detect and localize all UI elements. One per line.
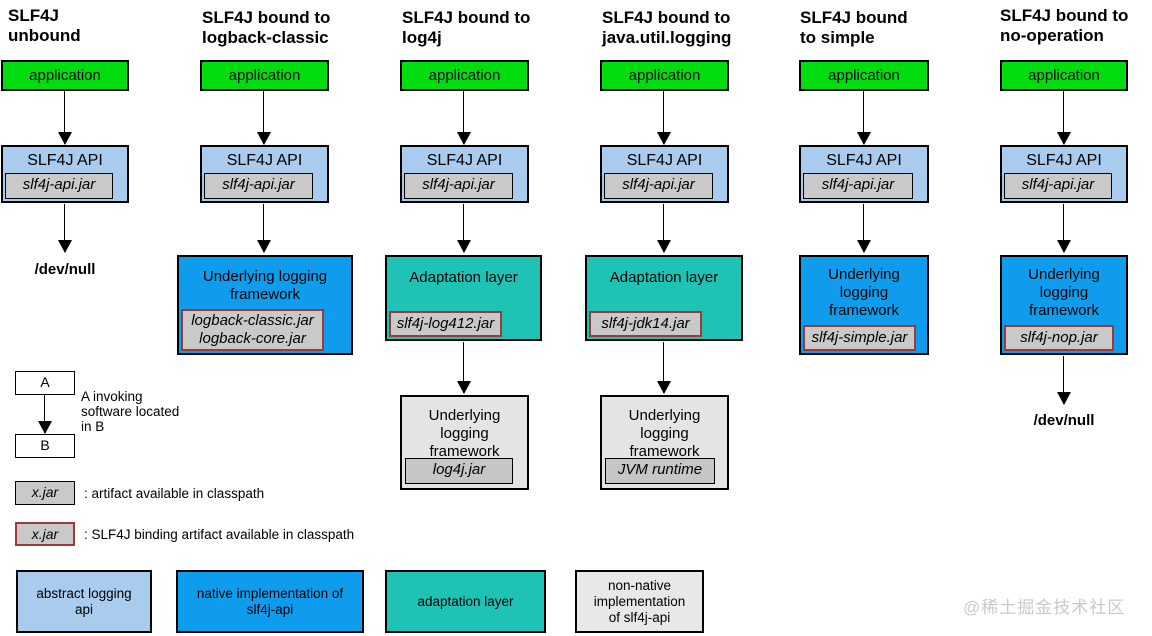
application-box: application (1, 60, 129, 91)
arrow-down-icon (1056, 356, 1071, 405)
adaptation-label: Adaptation layer (609, 269, 719, 286)
api-label: SLF4J API (1026, 152, 1102, 169)
slf4j-api-box: SLF4J API slf4j-api.jar (200, 145, 329, 203)
application-box: application (600, 60, 729, 91)
column-title-nop: SLF4J bound to no-operation (1000, 6, 1128, 46)
legend-ab-text: A invoking software located in B (81, 389, 179, 434)
legend-jar-text: : artifact available in classpath (84, 486, 265, 501)
api-jar-box: slf4j-api.jar (404, 173, 513, 199)
title-line: no-operation (1000, 26, 1104, 45)
binding-jar-box: slf4j-simple.jar (803, 325, 916, 351)
title-line: unbound (8, 26, 81, 45)
framework-label: Underlying logging framework (828, 266, 900, 319)
api-label: SLF4J API (826, 152, 902, 169)
framework-label: Underlying logging framework (202, 268, 328, 303)
column-title-logback: SLF4J bound to logback-classic (202, 8, 330, 48)
column-title-jul: SLF4J bound to java.util.logging (602, 8, 731, 48)
arrow-down-icon (456, 204, 471, 253)
title-line: SLF4J bound to (402, 8, 531, 27)
legend-non-native-implementation: non-native implementation of slf4j-api (575, 570, 704, 633)
application-box: application (200, 60, 329, 91)
legend-a-box: A (15, 371, 75, 395)
title-line: java.util.logging (602, 28, 732, 47)
arrow-down-icon (1056, 204, 1071, 253)
arrow-down-icon (656, 204, 671, 253)
column-title-log4j: SLF4J bound to log4j (402, 8, 530, 48)
api-jar-box: slf4j-api.jar (204, 173, 313, 199)
underlying-framework-box: Underlying logging framework logback-cla… (177, 255, 353, 355)
column-title-simple: SLF4J bound to simple (800, 8, 908, 48)
dev-null-label: /dev/null (1033, 412, 1095, 429)
binding-jar-box: slf4j-log412.jar (389, 311, 502, 337)
binding-jar-box: slf4j-nop.jar (1004, 325, 1114, 351)
framework-label: Underlying logging framework (628, 407, 701, 460)
title-line: SLF4J bound to (1000, 6, 1129, 25)
api-jar-box: slf4j-api.jar (5, 173, 113, 199)
legend-jar-box: x.jar (15, 481, 75, 505)
binding-jar-box: slf4j-jdk14.jar (589, 311, 702, 337)
arrow-down-icon (856, 204, 871, 253)
legend-text-line: in B (81, 419, 105, 434)
title-line: SLF4J bound to (202, 8, 331, 27)
slf4j-api-box: SLF4J API slf4j-api.jar (600, 145, 729, 203)
arrow-down-icon (37, 395, 52, 434)
underlying-framework-box: Underlying logging framework slf4j-simpl… (799, 255, 929, 355)
legend-adaptation-layer: adaptation layer (385, 570, 546, 633)
binding-jar-box: logback-classic.jar logback-core.jar (181, 309, 324, 351)
slf4j-api-box: SLF4J API slf4j-api.jar (799, 145, 929, 203)
arrow-down-icon (1056, 91, 1071, 145)
legend-binding-jar-text: : SLF4J binding artifact available in cl… (84, 527, 355, 542)
api-jar-box: slf4j-api.jar (604, 173, 713, 199)
framework-jar-box: log4j.jar (405, 458, 513, 484)
arrow-down-icon (57, 91, 72, 145)
jar-line: logback-classic.jar (191, 312, 314, 329)
arrow-down-icon (456, 342, 471, 394)
arrow-down-icon (456, 91, 471, 145)
title-line: SLF4J bound (800, 8, 908, 27)
api-jar-box: slf4j-api.jar (1004, 173, 1112, 199)
arrow-down-icon (256, 91, 271, 145)
application-box: application (799, 60, 929, 91)
dev-null-label: /dev/null (34, 261, 96, 278)
title-line: log4j (402, 28, 442, 47)
api-label: SLF4J API (226, 152, 303, 169)
legend-b-box: B (15, 434, 75, 458)
title-line: to simple (800, 28, 875, 47)
legend-native-implementation: native implementation of slf4j-api (176, 570, 364, 633)
column-title-unbound: SLF4J unbound (8, 6, 81, 46)
adaptation-layer-box: Adaptation layer slf4j-log412.jar (385, 255, 542, 341)
title-line: SLF4J bound to (602, 8, 731, 27)
framework-jar-box: JVM runtime (605, 458, 715, 484)
legend-text-line: A invoking (81, 389, 143, 404)
application-box: application (1000, 60, 1128, 91)
arrow-down-icon (256, 204, 271, 253)
slf4j-api-box: SLF4J API slf4j-api.jar (1000, 145, 1128, 203)
adaptation-label: Adaptation layer (409, 269, 518, 286)
slf4j-api-box: SLF4J API slf4j-api.jar (1, 145, 129, 203)
api-label: SLF4J API (626, 152, 703, 169)
underlying-framework-box: Underlying logging framework log4j.jar (400, 395, 529, 490)
arrow-down-icon (57, 204, 72, 253)
title-line: SLF4J (8, 6, 60, 25)
application-box: application (400, 60, 529, 91)
framework-label: Underlying logging framework (1028, 266, 1100, 319)
arrow-down-icon (656, 91, 671, 145)
api-jar-box: slf4j-api.jar (803, 173, 913, 199)
jar-line: logback-core.jar (199, 330, 306, 347)
arrow-down-icon (856, 91, 871, 145)
legend-text-line: software located (81, 404, 180, 419)
slf4j-api-box: SLF4J API slf4j-api.jar (400, 145, 529, 203)
api-label: SLF4J API (27, 152, 103, 169)
underlying-framework-box: Underlying logging framework JVM runtime (600, 395, 729, 490)
title-line: logback-classic (202, 28, 329, 47)
adaptation-layer-box: Adaptation layer slf4j-jdk14.jar (585, 255, 743, 341)
legend-abstract-logging-api: abstract logging api (16, 570, 152, 633)
arrow-down-icon (656, 342, 671, 394)
api-label: SLF4J API (426, 152, 503, 169)
watermark: @稀土掘金技术社区 (963, 598, 1126, 617)
framework-label: Underlying logging framework (428, 407, 501, 460)
underlying-framework-box: Underlying logging framework slf4j-nop.j… (1000, 255, 1128, 355)
legend-binding-jar-box: x.jar (15, 522, 75, 546)
